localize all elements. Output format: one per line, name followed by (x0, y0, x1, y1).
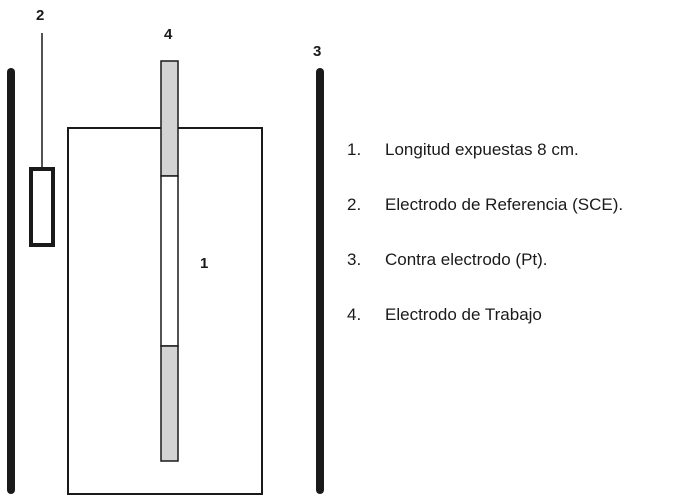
callout-2: 2 (36, 7, 44, 24)
callout-4: 4 (164, 26, 173, 43)
legend-number: 3. (347, 250, 362, 269)
legend: 1. Longitud expuestas 8 cm. 2. Electrodo d… (347, 140, 623, 360)
legend-number: 1. (347, 140, 362, 159)
legend-text: Electrodo de Referencia (SCE). (385, 195, 624, 214)
legend-item: 2. Electrodo de Referencia (SCE). (347, 195, 623, 215)
legend-text: Electrodo de Trabajo (385, 305, 542, 324)
working-electrode-bottom (160, 345, 179, 462)
callout-1: 1 (200, 255, 208, 272)
legend-item: 3. Contra electrodo (Pt). (347, 250, 623, 270)
legend-number: 4. (347, 305, 362, 324)
working-electrode-exposed (160, 175, 179, 347)
legend-item: 1. Longitud expuestas 8 cm. (347, 140, 623, 160)
legend-text: Contra electrodo (Pt). (385, 250, 548, 269)
callout-3: 3 (313, 43, 321, 60)
legend-number: 2. (347, 195, 362, 214)
reference-electrode-body (29, 167, 55, 247)
working-electrode-top (160, 60, 179, 177)
legend-text: Longitud expuestas 8 cm. (385, 140, 579, 159)
legend-item: 4. Electrodo de Trabajo (347, 305, 623, 325)
